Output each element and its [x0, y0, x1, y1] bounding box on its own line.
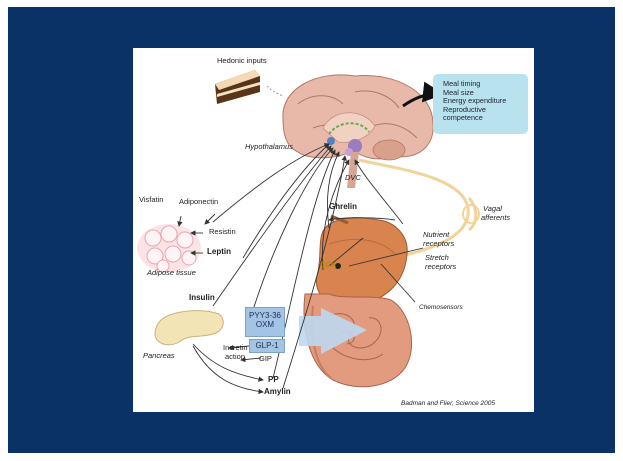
afferents-label: afferents: [481, 214, 510, 222]
outcomes-box: Meal timing Meal size Energy expenditure…: [433, 74, 528, 134]
pyy-label: PYY3-36: [246, 311, 284, 320]
adiponectin-label: Adiponectin: [179, 198, 218, 206]
gip-label: GIP: [259, 355, 272, 363]
vagal-label: Vagal: [483, 205, 502, 213]
pancreas-illustration: [155, 311, 223, 345]
hedonic-inputs-label: Hedonic inputs: [217, 57, 267, 65]
resistin-label: Resistin: [209, 228, 236, 236]
oxm-label: OXM: [246, 320, 284, 329]
visfatin-label: Visfatin: [139, 196, 163, 204]
insulin-label: Insulin: [189, 294, 215, 302]
pancreas-label: Pancreas: [143, 352, 175, 360]
gut-brain-figure: Hedonic inputs Meal timing Meal size Ene…: [133, 48, 534, 412]
outcome-competence: competence: [443, 114, 528, 123]
nutrient-label: Nutrient: [423, 231, 449, 239]
nutrient-receptors-label: receptors: [423, 240, 454, 248]
citation: Badman and Flier, Science 2005: [401, 401, 495, 408]
chemosensors-label: Chemosensors: [419, 305, 463, 312]
ghrelin-label: Ghrelin: [329, 203, 357, 211]
incretin-label: Incretin: [223, 344, 248, 352]
amylin-label: Amylin: [264, 388, 291, 396]
pp-label: PP: [268, 376, 279, 384]
glp1-label: GLP-1: [255, 341, 278, 350]
stretch-label: Stretch: [425, 254, 449, 262]
adipose-tissue-illustration: [137, 224, 201, 272]
incretin-action-label: action: [225, 353, 245, 361]
pyy-oxm-box: PYY3-36 OXM: [245, 307, 285, 337]
hypothalamus-label: Hypothalamus: [245, 143, 293, 151]
dvc-label: DVC: [345, 174, 361, 182]
stretch-receptors-label: receptors: [425, 263, 456, 271]
glp1-box: GLP-1: [249, 339, 285, 353]
adipose-tissue-label: Adipose tissue: [147, 269, 196, 277]
cck-label: CCK: [320, 261, 336, 269]
cake-icon: [215, 70, 260, 104]
leptin-label: Leptin: [207, 248, 231, 256]
